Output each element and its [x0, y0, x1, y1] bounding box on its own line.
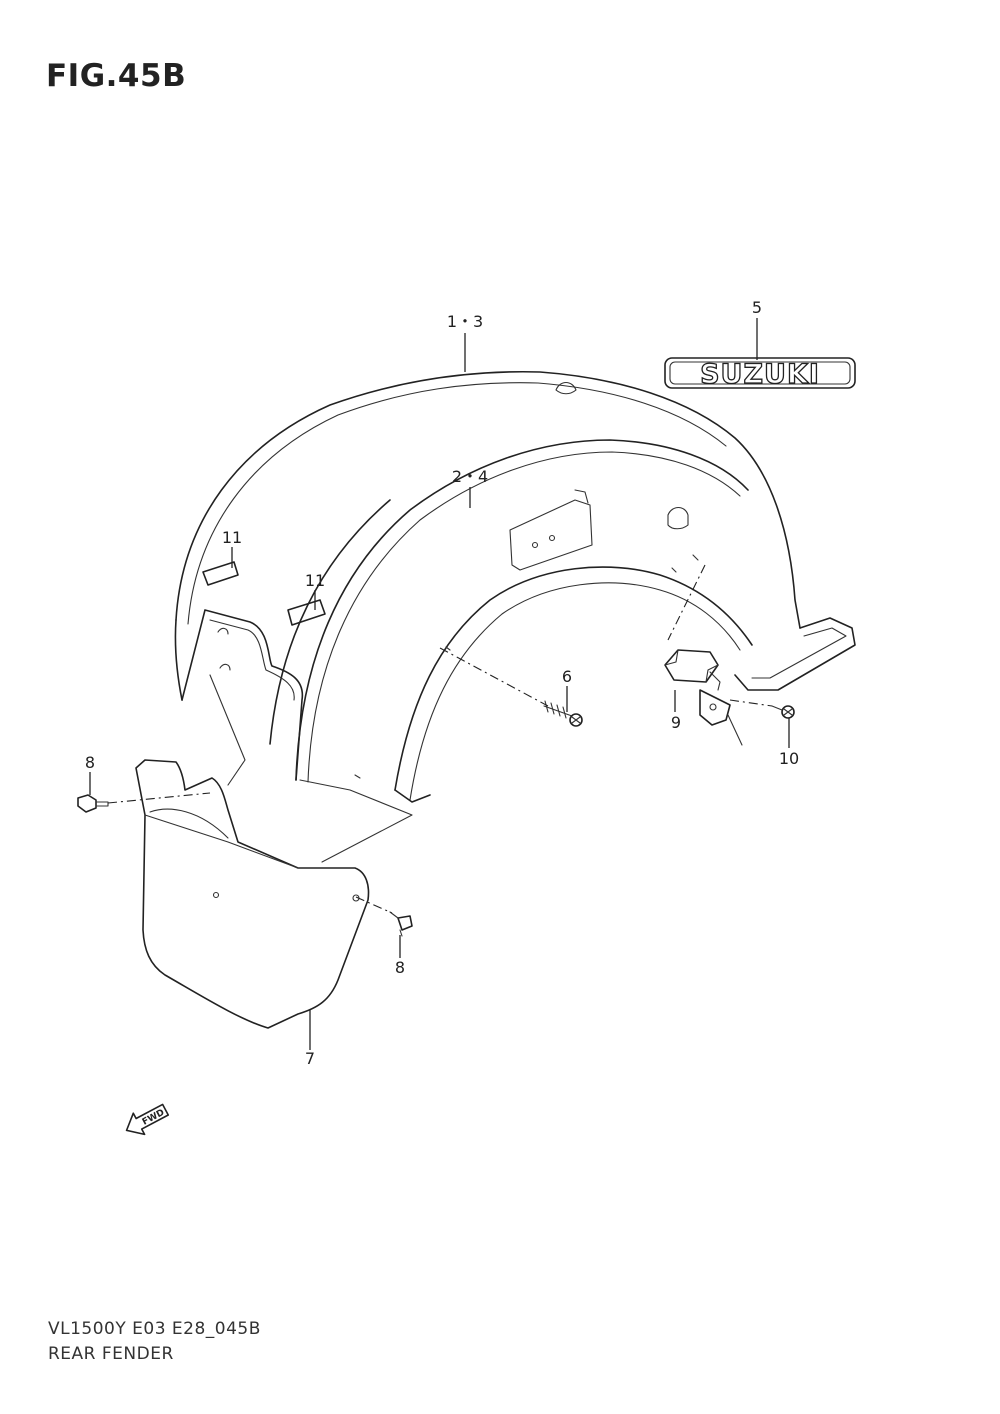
assembly-lines — [107, 564, 773, 914]
helmet-lock — [664, 649, 743, 746]
callout-1-3: 1・3 — [447, 312, 483, 331]
screw-10 — [771, 705, 795, 719]
callout-2-4: 2・4 — [452, 467, 488, 486]
suzuki-emblem: SUZUKI — [664, 357, 856, 391]
figure-title: FIG.45B — [46, 58, 187, 94]
callout-6: 6 — [562, 667, 572, 686]
footer-section-name: REAR FENDER — [48, 1344, 174, 1364]
callout-8-right: 8 — [395, 958, 405, 977]
rear-fender-inner — [269, 439, 753, 803]
front-splash-guard — [135, 674, 413, 1029]
bolt-8-left — [77, 794, 109, 813]
bolt-8-right — [389, 911, 413, 937]
callout-11-left: 11 — [222, 528, 242, 547]
callout-5: 5 — [752, 298, 762, 317]
callout-8-left: 8 — [85, 753, 95, 772]
reflector-pads — [202, 561, 326, 626]
callout-10: 10 — [779, 749, 799, 768]
callout-labels: 1・3 2・4 5 6 7 8 8 9 10 11 11 — [85, 298, 799, 1068]
leader-lines — [89, 318, 790, 1050]
callout-9: 9 — [671, 713, 681, 732]
rear-fender-outer — [174, 370, 856, 701]
callout-7: 7 — [305, 1049, 315, 1068]
emblem-text: SUZUKI — [700, 359, 820, 390]
fender-side-plate — [181, 609, 304, 781]
fwd-arrow-icon: FWD — [125, 1103, 170, 1136]
callout-11-right: 11 — [305, 571, 325, 590]
bolt-6 — [543, 700, 583, 727]
footer-model-code: VL1500Y E03 E28_045B — [48, 1319, 261, 1339]
